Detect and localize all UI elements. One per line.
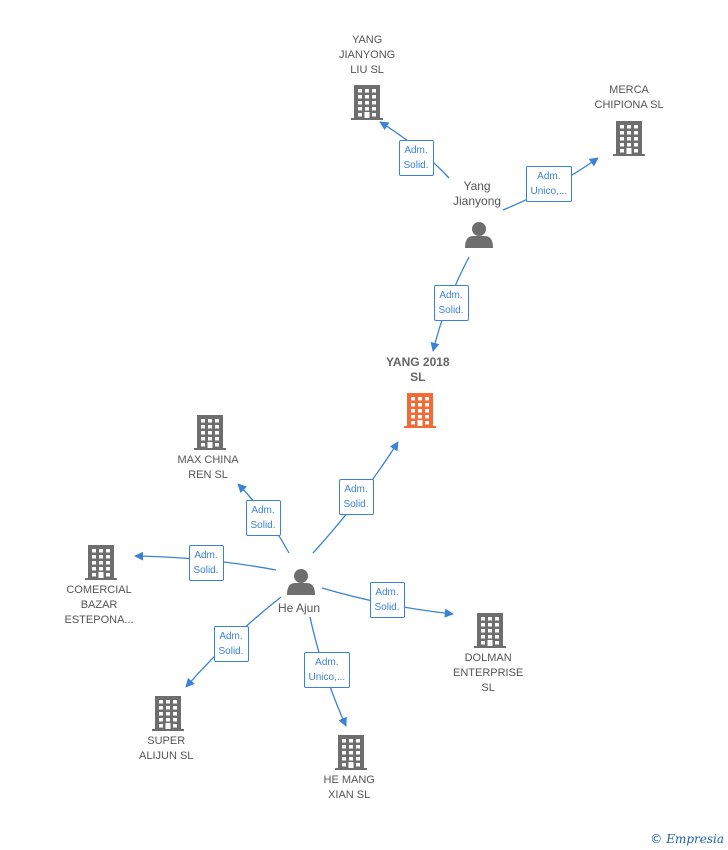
edge-label-he_ajun-to-comercial[interactable]: Adm. Solid. xyxy=(188,545,224,581)
building-icon-dolman[interactable] xyxy=(474,613,506,648)
edge-label-yang_person-to-yang2018[interactable]: Adm. Solid. xyxy=(433,285,469,321)
building-icon-yang_liu[interactable] xyxy=(351,85,383,120)
node-label-super[interactable]: SUPER ALIJUN SL xyxy=(139,735,194,762)
edge-label-he_ajun-to-hemang[interactable]: Adm. Unico,... xyxy=(303,652,351,688)
node-label-dolman[interactable]: DOLMAN ENTERPRISE SL xyxy=(453,651,524,694)
building-icon-super[interactable] xyxy=(152,696,184,731)
building-icon-merca[interactable] xyxy=(613,121,645,156)
node-label-yang_person[interactable]: Yang Jianyong xyxy=(453,179,502,208)
node-label-maxchina[interactable]: MAX CHINA REN SL xyxy=(177,454,239,481)
building-icon-maxchina[interactable] xyxy=(194,415,226,450)
copyright-icon: © xyxy=(650,832,663,846)
node-label-yang2018[interactable]: YANG 2018 SL xyxy=(386,355,450,384)
person-icon-yang_person[interactable] xyxy=(465,222,493,248)
edge-label-yang_person-to-merca[interactable]: Adm. Unico,... xyxy=(525,166,573,202)
node-label-comercial[interactable]: COMERCIAL BAZAR ESTEPONA... xyxy=(64,583,134,626)
edge-label-yang_person-to-yang_liu[interactable]: Adm. Solid. xyxy=(398,140,434,176)
watermark: ©Empresia xyxy=(650,832,724,846)
person-icon-he_ajun[interactable] xyxy=(287,569,315,595)
node-label-merca[interactable]: MERCA CHIPIONA SL xyxy=(594,84,664,111)
edge-label-he_ajun-to-super[interactable]: Adm. Solid. xyxy=(213,626,249,662)
nodes-layer xyxy=(85,85,645,770)
edge-label-he_ajun-to-yang2018[interactable]: Adm. Solid. xyxy=(338,479,374,515)
node-label-hemang[interactable]: HE MANG XIAN SL xyxy=(323,774,375,801)
edge-label-he_ajun-to-dolman[interactable]: Adm. Solid. xyxy=(369,582,405,618)
node-label-he_ajun[interactable]: He Ajun xyxy=(278,600,321,615)
node-label-yang_liu[interactable]: YANG JIANYONG LIU SL xyxy=(339,33,396,76)
building-icon-hemang[interactable] xyxy=(335,735,367,770)
edge-label-he_ajun-to-maxchina[interactable]: Adm. Solid. xyxy=(245,500,281,536)
building-icon-comercial[interactable] xyxy=(85,545,117,580)
building-icon-yang2018[interactable] xyxy=(404,393,436,428)
watermark-brand: Empresia xyxy=(666,832,724,846)
